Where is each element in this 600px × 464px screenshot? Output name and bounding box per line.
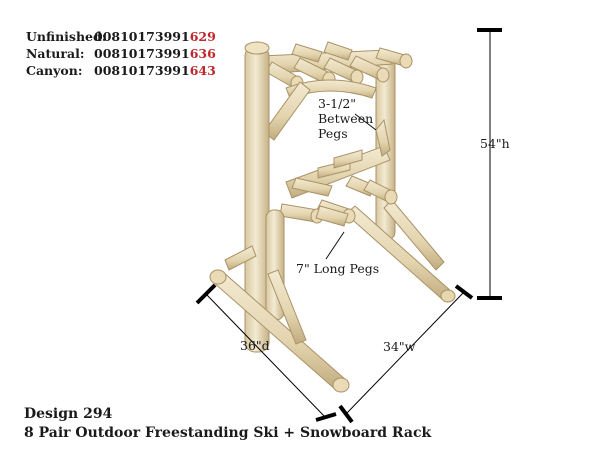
left-brace [263, 81, 311, 141]
back-base-skid [345, 205, 456, 303]
sku-code: 00810173991 [94, 63, 190, 78]
product-caption: Design 294 8 Pair Outdoor Freestanding S… [24, 405, 431, 443]
height-dimension [477, 28, 502, 300]
depth-dimension [195, 283, 337, 422]
sku-finish: Unfinished: [26, 29, 107, 44]
front-brace [224, 245, 307, 345]
depth-label: 36"d [240, 338, 270, 353]
length-leader [325, 231, 345, 260]
sku-code: 00810173991 [94, 46, 190, 61]
peg-spacing-label: 3-1/2" Between Pegs [318, 96, 373, 141]
middle-beam [285, 118, 398, 224]
front-left-post [244, 41, 270, 353]
sku-suffix: 636 [189, 46, 216, 61]
height-label: 54"h [480, 136, 510, 151]
sku-suffix: 643 [189, 63, 216, 78]
width-label: 34"w [383, 339, 416, 354]
peg-length-label: 7" Long Pegs [296, 261, 380, 276]
front-base-skid [209, 269, 350, 393]
arch-brace [285, 79, 377, 99]
peg-spacing-value: 3-1/2" [318, 96, 357, 111]
sku-finish: Natural: [26, 46, 85, 61]
lower-pegs [279, 203, 349, 227]
design-number: Design 294 [24, 406, 113, 422]
sku-finish: Canyon: [26, 63, 83, 78]
sku-suffix: 629 [189, 29, 216, 44]
spacing-leader [354, 113, 377, 131]
product-title: 8 Pair Outdoor Freestanding Ski + Snowbo… [24, 425, 432, 441]
sku-code: 00810173991 [94, 29, 190, 44]
right-brace [383, 199, 445, 271]
peg-spacing-word: Between [318, 111, 374, 126]
width-dimension [338, 284, 474, 424]
peg-spacing-unit: Pegs [318, 126, 348, 141]
